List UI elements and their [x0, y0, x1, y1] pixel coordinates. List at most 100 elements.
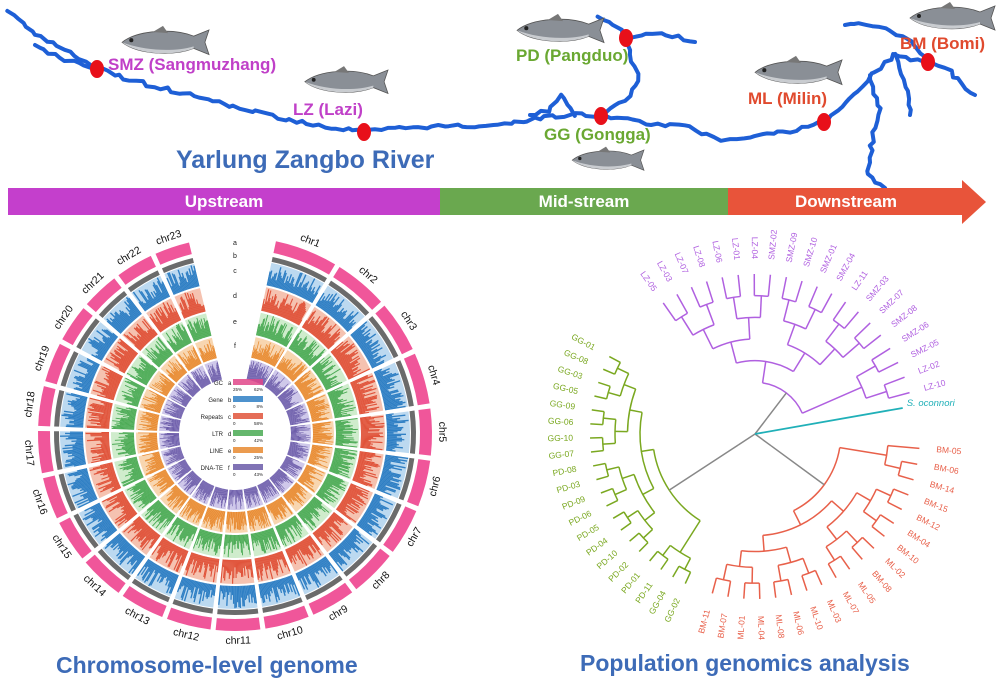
tree-branch — [871, 525, 885, 537]
track-bar — [266, 345, 275, 363]
track-bar — [155, 358, 162, 366]
track-bar — [120, 503, 131, 510]
track-bar — [330, 299, 345, 317]
track-bar — [191, 349, 200, 365]
track-bar — [243, 489, 246, 499]
track-bar — [346, 491, 363, 501]
tree-branch — [777, 565, 782, 582]
track-bar — [136, 558, 150, 577]
track-bar — [211, 532, 216, 549]
track-bar — [181, 463, 188, 468]
track-bar — [269, 528, 277, 544]
track-bar — [261, 531, 268, 551]
legend-swatch — [233, 447, 263, 453]
track-bar — [320, 487, 339, 500]
track-bar — [186, 525, 193, 537]
track-bar — [212, 584, 215, 596]
track-bar — [317, 330, 325, 340]
track-bar — [200, 506, 207, 520]
track-bar — [316, 300, 322, 307]
tree-branch — [727, 581, 732, 597]
track-bar — [308, 458, 320, 463]
site-label-bm: BM (Bomi) — [900, 34, 985, 53]
track-bar — [80, 474, 89, 478]
track-bar — [191, 274, 197, 288]
track-bar — [216, 365, 221, 380]
track-bar — [155, 461, 163, 464]
track-bar — [72, 482, 92, 490]
track-bar — [314, 361, 329, 373]
track-bar — [172, 493, 186, 508]
track-bar — [272, 334, 276, 341]
track-bar — [140, 447, 159, 452]
gc-track — [98, 290, 128, 319]
track-bar — [123, 438, 135, 440]
track-bar — [370, 502, 384, 510]
track-bar — [84, 502, 100, 512]
track-bar — [280, 523, 292, 544]
track-bar — [331, 399, 347, 405]
track-bar — [176, 521, 186, 537]
track-bar — [83, 486, 93, 492]
track-bar — [226, 534, 229, 546]
track-bar — [345, 537, 360, 551]
track-bar — [145, 411, 160, 416]
track-bar — [279, 389, 294, 400]
track-bar — [216, 558, 219, 567]
track-bar — [286, 309, 293, 320]
track-bar — [95, 380, 118, 390]
track-bar — [270, 503, 279, 519]
track-bar — [93, 520, 111, 533]
track-bar — [136, 323, 152, 341]
track-bar — [251, 362, 258, 381]
track-bar — [269, 581, 273, 594]
track-bar — [140, 417, 159, 422]
track-bar — [207, 532, 214, 552]
track-bar — [119, 423, 135, 426]
track-bar — [191, 477, 200, 487]
track-bar — [182, 495, 187, 500]
track-bar — [291, 487, 298, 493]
track-bar — [169, 381, 175, 386]
track-bar — [374, 493, 384, 499]
track-bar — [335, 433, 343, 435]
track-bar — [92, 511, 105, 520]
track-bar — [311, 415, 322, 419]
tree-arc — [619, 373, 630, 397]
track-bar — [271, 273, 276, 287]
track-bar — [271, 476, 281, 487]
track-bar — [334, 447, 358, 452]
track-bar — [204, 354, 208, 362]
track-bar — [384, 458, 401, 463]
track-bar — [264, 324, 270, 338]
track-bar — [386, 417, 401, 421]
track-bar — [291, 367, 304, 381]
track-bar — [143, 563, 157, 583]
track-bar — [265, 352, 271, 363]
track-bar — [358, 521, 379, 536]
track-bar — [290, 366, 305, 380]
track-bar — [218, 534, 222, 549]
track-bar — [102, 339, 112, 347]
track-bar — [281, 465, 286, 469]
track-bar — [95, 354, 103, 360]
track-bar — [138, 289, 152, 308]
track-bar — [309, 455, 320, 459]
track-bar — [365, 347, 383, 358]
track-bar — [111, 321, 124, 333]
track-bar — [116, 422, 135, 426]
track-bar — [312, 440, 319, 442]
track-bar — [226, 559, 229, 573]
track-bar — [169, 430, 180, 432]
track-bar — [195, 359, 199, 366]
track-bar — [209, 485, 215, 498]
track-bar — [170, 447, 181, 452]
track-bar — [306, 358, 312, 364]
tree-branch — [888, 391, 910, 399]
track-bar — [180, 465, 189, 471]
track-bar — [84, 376, 94, 381]
track-bar — [241, 585, 244, 607]
site-marker — [817, 113, 831, 131]
track-bar — [342, 360, 358, 370]
track-bar — [322, 557, 331, 569]
